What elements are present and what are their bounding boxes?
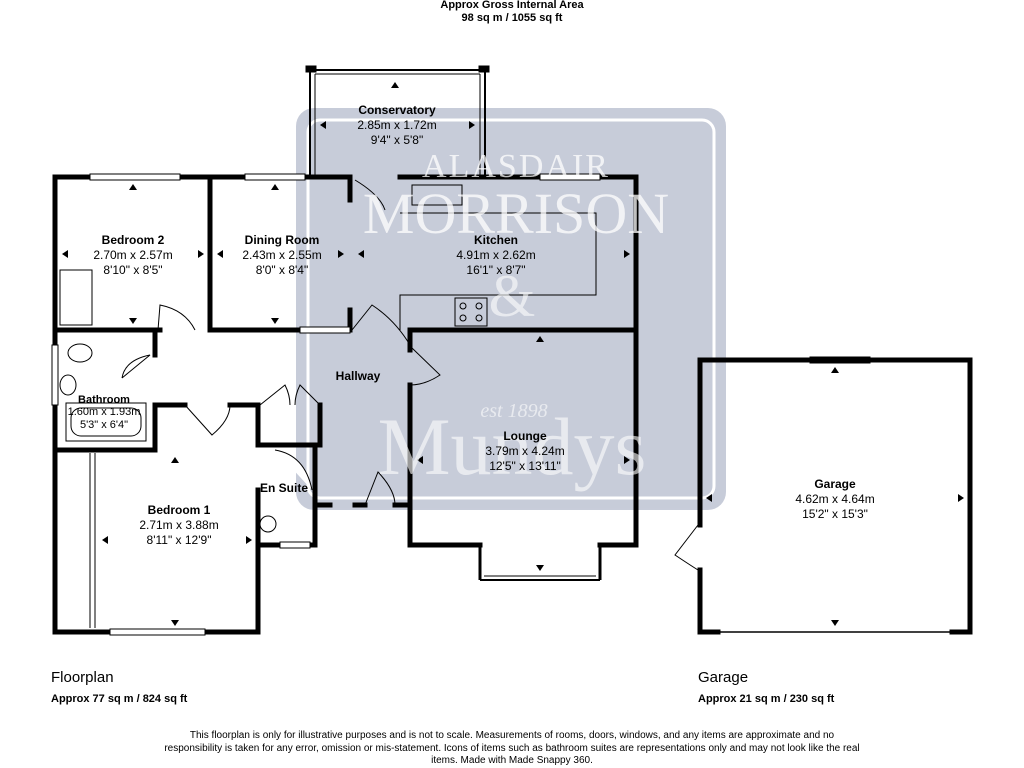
kitchen-units [399,184,597,330]
room-metric: 3.79m x 4.24m [485,444,565,458]
room-imperial: 8'11" x 12'9" [146,533,212,547]
watermark-amp: & [488,263,536,329]
doors [121,179,699,571]
room-name: Lounge [503,429,547,443]
room-hallway: Hallway [335,369,381,383]
room-metric: 2.43m x 2.55m [242,248,322,262]
room-bedroom-1: Bedroom 1 2.71m x 3.88m 8'11" x 12'9" [139,503,218,548]
room-name: Bathroom [78,394,130,406]
room-imperial: 5'3" x 6'4" [79,419,129,431]
room-imperial: 16'1" x 8'7" [466,263,526,277]
room-imperial: 8'0" x 8'4" [255,263,309,277]
room-bathroom: Bathroom 1.60m x 1.93m 5'3" x 6'4" [68,394,141,432]
room-metric: 2.71m x 3.88m [139,518,219,532]
dimension-markers [62,82,964,626]
watermark-line2: MORRISON [362,181,670,246]
room-kitchen: Kitchen 4.91m x 2.62m 16'1" x 8'7" [456,233,535,278]
disclaimer-text: This floorplan is only for illustrative … [164,730,860,766]
header-title: Approx Gross Internal Area [440,0,584,11]
conservatory-outline [305,65,490,178]
room-dining-room: Dining Room 2.43m x 2.55m 8'0" x 8'4" [242,233,321,278]
garage-title: Garage [698,669,749,686]
room-metric: 1.60m x 1.93m [67,406,141,418]
lounge-bay-window [478,545,602,581]
garage-area: Approx 21 sq m / 230 sq ft [698,693,835,705]
room-metric: 4.91m x 2.62m [456,248,536,262]
room-name: Conservatory [358,103,436,117]
room-name: Dining Room [244,233,320,247]
room-metric: 2.85m x 1.72m [357,118,437,132]
bathroom-fixtures [59,269,313,533]
room-name: Garage [814,477,856,491]
room-imperial: 15'2" x 15'3" [802,507,868,521]
room-lounge: Lounge 3.79m x 4.24m 12'5" x 13'11" [485,429,564,474]
room-name: Bedroom 1 [147,503,211,517]
room-imperial: 8'10" x 8'5" [103,263,163,277]
room-imperial: 9'4" x 5'8" [370,133,424,147]
room-name: Bedroom 2 [101,233,165,247]
watermark-est: est 1898 [480,400,548,422]
floorplan-area: Approx 77 sq m / 824 sq ft [51,693,188,705]
header-area: 98 sq m / 1055 sq ft [461,12,563,24]
room-name: Kitchen [473,233,518,247]
watermark-logo [296,108,726,510]
room-imperial: 12'5" x 13'11" [489,459,561,473]
room-en-suite: En Suite [259,481,309,495]
watermark-line3: Mundys [377,401,647,492]
room-garage: Garage 4.62m x 4.64m 15'2" x 15'3" [795,477,874,522]
wardrobe [89,453,96,628]
room-metric: 2.70m x 2.57m [93,248,173,262]
garage-walls [697,357,973,635]
room-bedroom-2: Bedroom 2 2.70m x 2.57m 8'10" x 8'5" [93,233,172,278]
room-conservatory: Conservatory 2.85m x 1.72m 9'4" x 5'8" [357,103,436,148]
room-metric: 4.62m x 4.64m [795,492,875,506]
watermark-line1: ALASDAIR [422,148,610,185]
floorplan-title: Floorplan [51,669,114,686]
